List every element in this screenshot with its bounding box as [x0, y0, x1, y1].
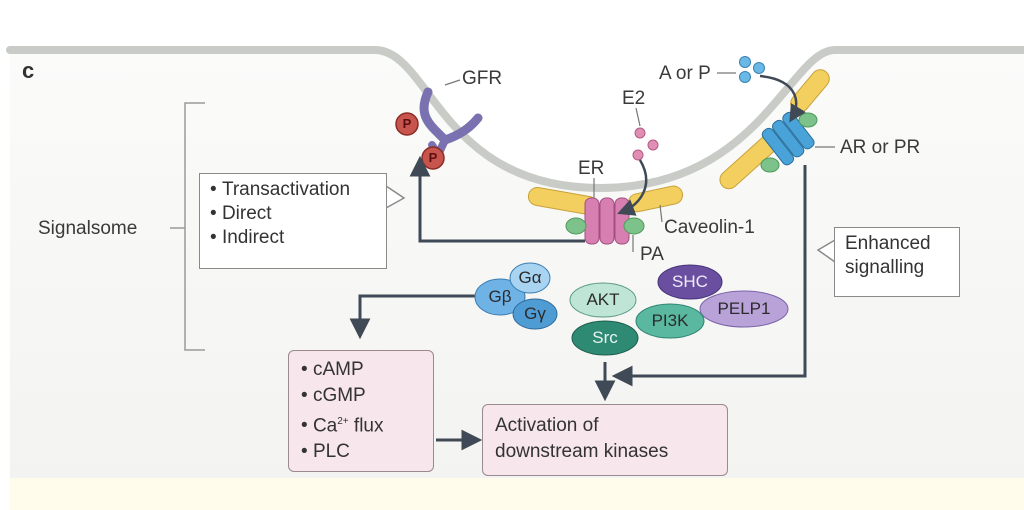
second-messengers-box: cAMP cGMP Ca2+ flux PLC [288, 350, 434, 472]
arrow-g-to-messengers [349, 294, 476, 340]
messenger-cgmp: cGMP [301, 383, 421, 409]
g-beta-shape [474, 278, 526, 316]
signalsome-label: Signalsome [38, 218, 138, 239]
signalsome-bracket [170, 102, 205, 351]
g-alpha-label: Gα [518, 268, 542, 287]
plasma-membrane [6, 46, 1024, 193]
arrow-ap-to-ar [759, 74, 806, 123]
a-or-p-label: A or P [659, 63, 711, 84]
phospho-label-1: P [402, 116, 412, 131]
src-label: Src [592, 328, 618, 347]
panel-letter: c [22, 58, 35, 83]
arrow-ar-to-kinases [611, 165, 807, 387]
phospho-label-2: P [428, 150, 438, 165]
transactivation-pointer [385, 185, 406, 209]
messenger-ca-flux: Ca2+ flux [301, 409, 421, 439]
er-green-left [565, 217, 587, 235]
g-beta-label: Gβ [488, 287, 512, 306]
er-label: ER [578, 158, 605, 179]
akt-label: AKT [586, 290, 620, 309]
transactivation-box: Transactivation Direct Indirect [199, 173, 387, 269]
shc-shape [657, 264, 723, 300]
ar-green-1 [798, 112, 818, 128]
pi3k-shape [635, 303, 705, 339]
pi3k-label: PI3K [651, 311, 689, 330]
activation-box: Activation of downstream kinases [482, 404, 728, 476]
footer-band [10, 478, 1024, 510]
akt-shape [569, 282, 637, 318]
ar-green-2 [760, 157, 780, 173]
enhanced-line2: signalling [845, 257, 925, 278]
messenger-camp: cAMP [301, 357, 421, 383]
transactivation-item-indirect: Indirect [210, 226, 376, 250]
arrow-er-to-gfr [409, 155, 585, 243]
ap-ligand [717, 56, 765, 83]
pelp1-shape [699, 290, 789, 328]
caveolin-label: Caveolin-1 [664, 217, 755, 238]
cell-interior [10, 50, 1024, 478]
gfr-label: GFR [462, 68, 503, 89]
er-green-right [623, 217, 645, 235]
shc-label: SHC [672, 272, 708, 291]
enhanced-line1: Enhanced [845, 233, 931, 254]
arrow-e2-to-er [617, 159, 648, 216]
activation-line1: Activation of [495, 415, 599, 436]
e2-ligand [632, 107, 659, 161]
pelp1-label: PELP1 [717, 299, 771, 318]
enhanced-pointer [816, 239, 836, 263]
transactivation-title: Transactivation [210, 178, 376, 202]
g-gamma-label: Gγ [524, 304, 546, 323]
enhanced-signalling-box: Enhanced signalling [834, 227, 960, 297]
phospho-1 [395, 112, 419, 136]
activation-line2: downstream kinases [495, 441, 669, 462]
messenger-plc: PLC [301, 439, 421, 465]
transactivation-item-direct: Direct [210, 202, 376, 226]
g-alpha-shape [509, 262, 551, 294]
g-gamma-shape [512, 298, 558, 330]
pa-label: PA [640, 244, 664, 265]
ar-or-pr-label: AR or PR [840, 137, 921, 158]
src-shape [571, 320, 639, 356]
e2-label: E2 [622, 88, 646, 109]
